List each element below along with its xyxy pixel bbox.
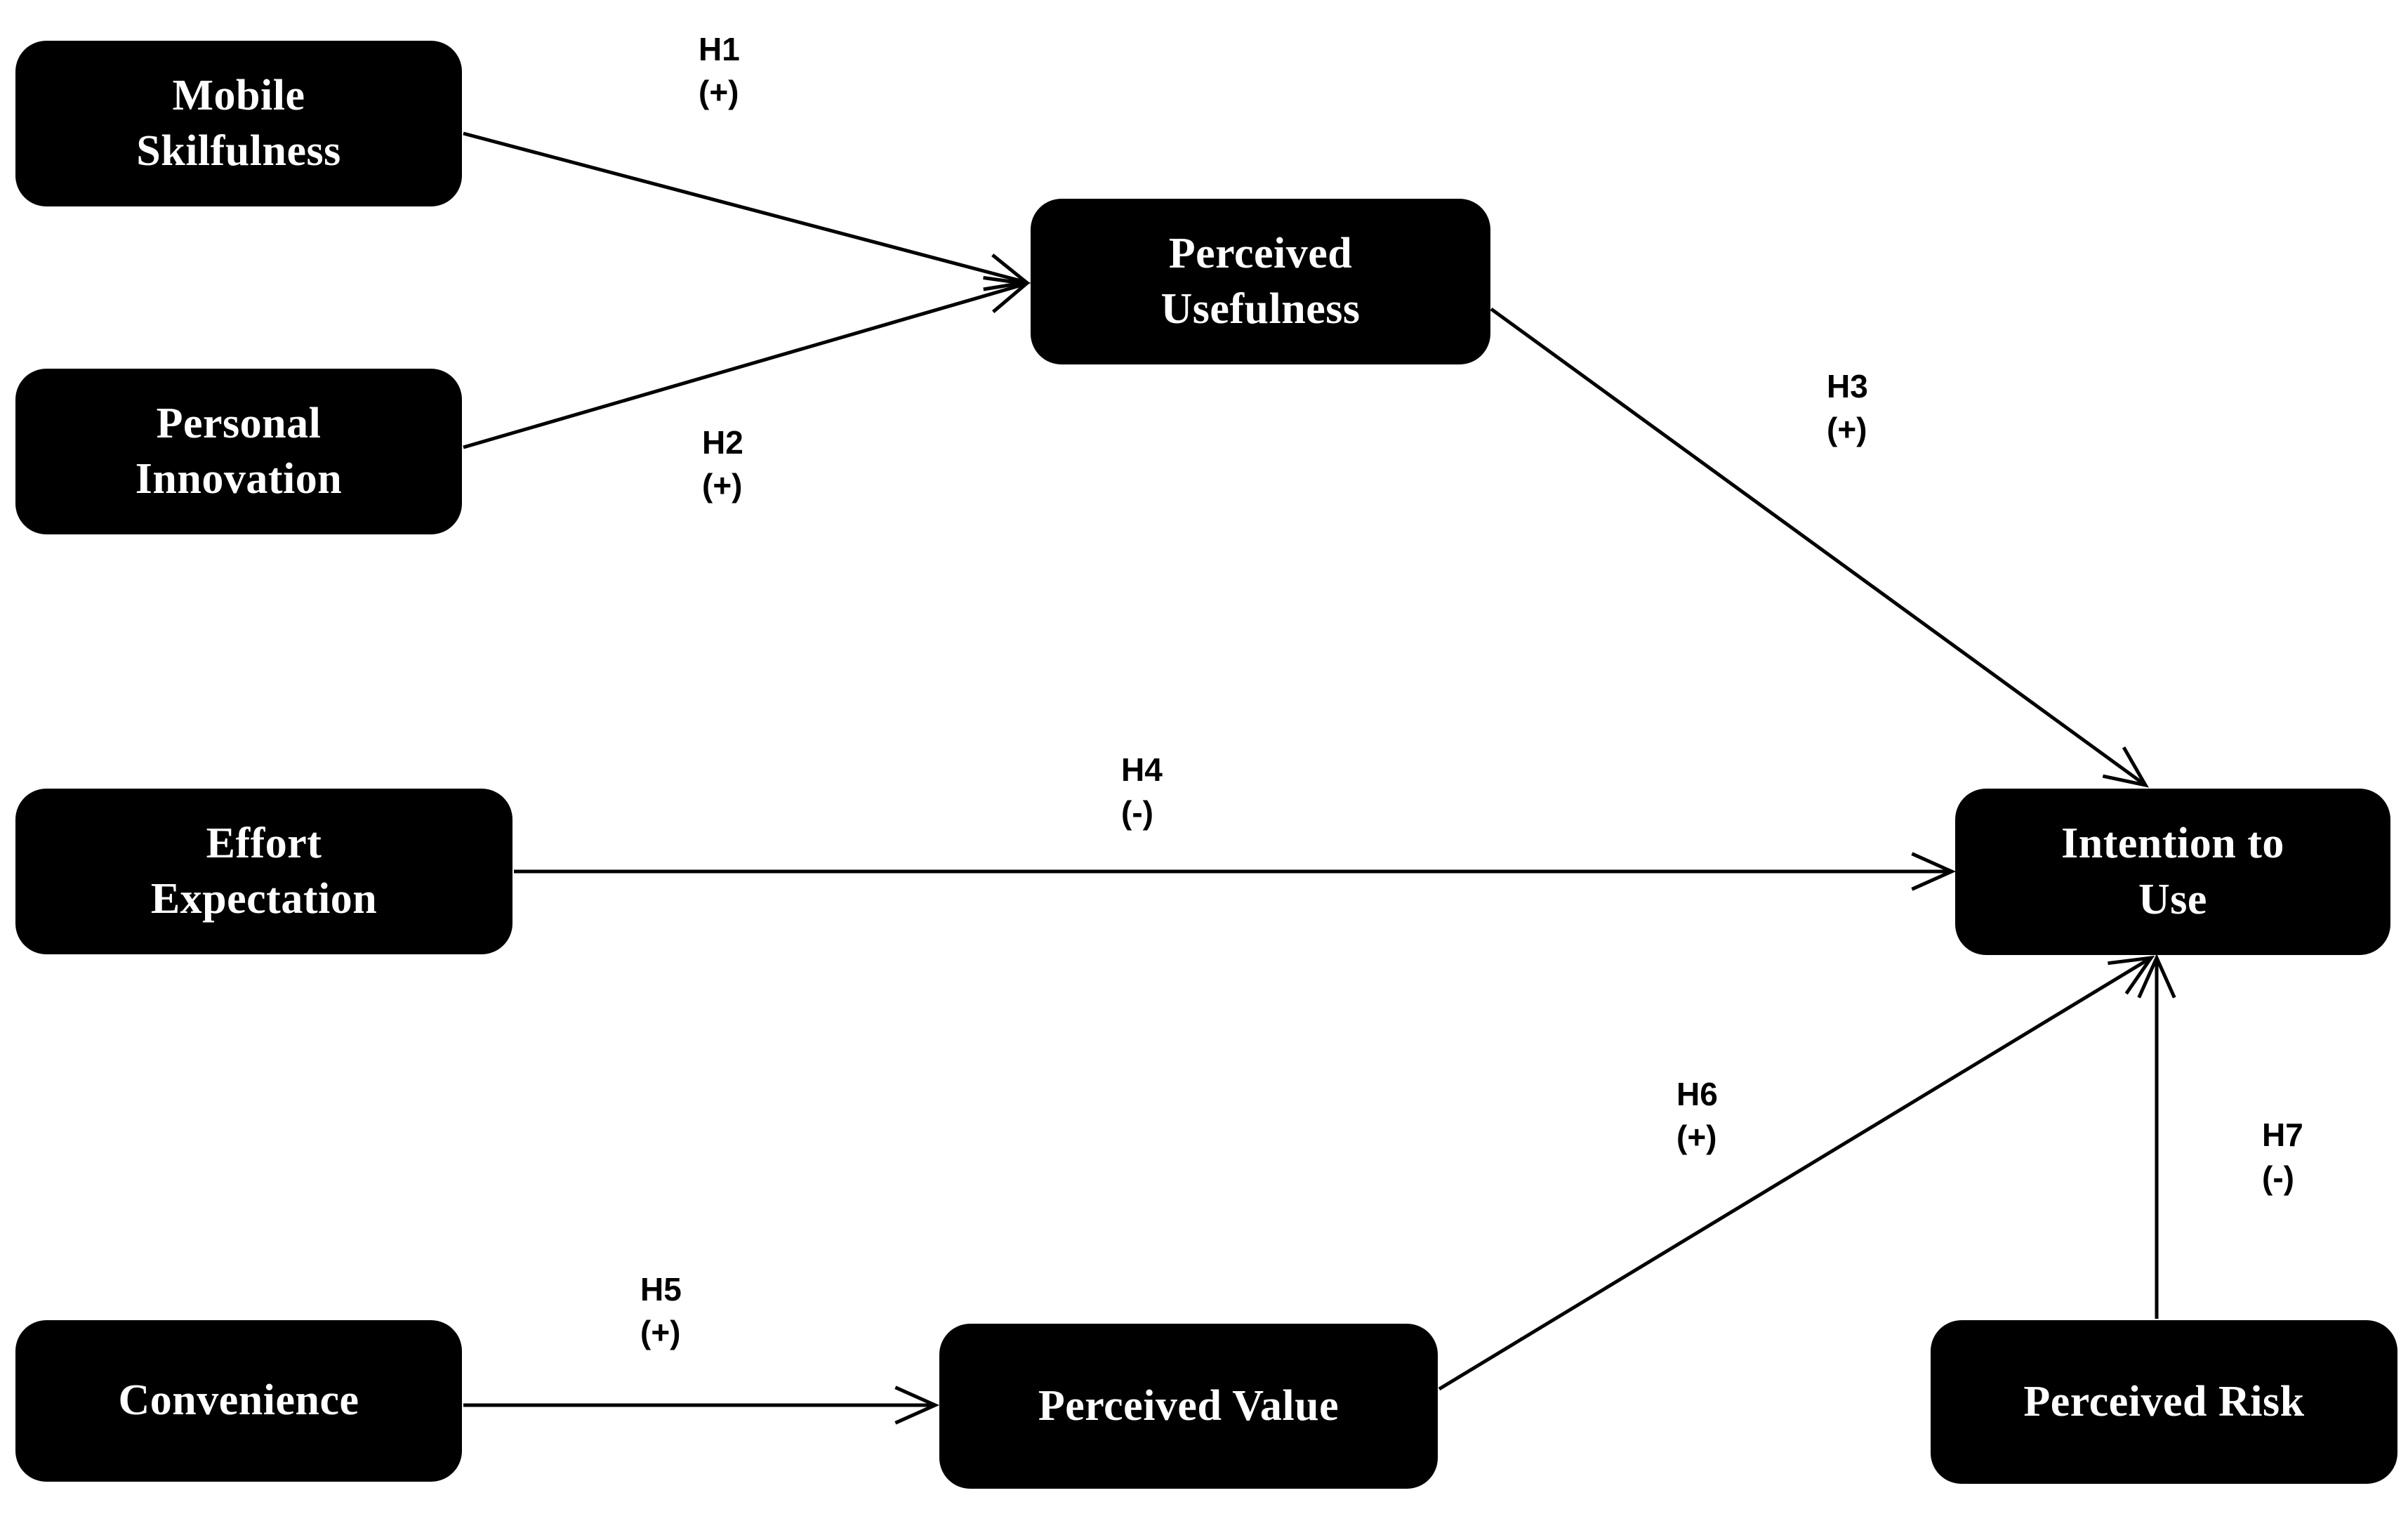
node-convenience[interactable]: Convenience (15, 1320, 462, 1482)
node-perceived-usefulness[interactable]: Perceived Usefulness (1031, 199, 1490, 364)
node-label: Personal Innovation (135, 399, 343, 503)
node-perceived-risk[interactable]: Perceived Risk (1931, 1320, 2397, 1484)
node-perceived-value[interactable]: Perceived Value (939, 1324, 1438, 1489)
node-label: Perceived Usefulness (1160, 229, 1361, 333)
arrowhead (983, 276, 1031, 313)
hypothesis-label-h6: H6 (+) (1676, 1076, 1718, 1156)
arrowhead (2137, 953, 2176, 999)
node-effort-expectation[interactable]: Effort Expectation (15, 789, 512, 954)
node-personal-innovation[interactable]: Personal Innovation (15, 369, 462, 534)
hypothesis-label-h7: H7 (-) (2262, 1117, 2303, 1197)
node-intention-to-use[interactable]: Intention to Use (1955, 789, 2390, 955)
hypothesis-label-h1: H1 (+) (699, 31, 740, 111)
node-label: Mobile Skilfulness (136, 71, 341, 175)
node-label: Effort Expectation (150, 819, 378, 923)
node-mobile-skilfulness[interactable]: Mobile Skilfulness (15, 41, 462, 206)
node-label: Perceived Risk (2023, 1377, 2305, 1426)
node-label: Convenience (118, 1376, 359, 1425)
arrowhead (983, 254, 1031, 291)
arrow-edge-h4 (514, 852, 1957, 891)
arrowhead (2108, 955, 2155, 995)
arrow-edge-h3 (1490, 307, 2149, 788)
arrow-edge-h2 (463, 276, 1031, 449)
arrow-edge-h7 (2137, 953, 2176, 1319)
arrowhead (1911, 852, 1957, 891)
arrow-edge-h5 (463, 1385, 940, 1425)
hypothesis-label-h5: H5 (+) (640, 1271, 682, 1351)
arrowhead (894, 1385, 940, 1425)
node-label: Perceived Value (1038, 1381, 1339, 1430)
arrowhead (2102, 746, 2149, 788)
hypothesis-label-h3: H3 (+) (1827, 368, 1868, 448)
node-label: Intention to Use (2061, 819, 2284, 923)
arrow-edge-h1 (463, 131, 1031, 291)
hypothesis-label-h2: H2 (+) (702, 424, 743, 504)
hypothesis-label-h4: H4 (-) (1121, 751, 1163, 831)
